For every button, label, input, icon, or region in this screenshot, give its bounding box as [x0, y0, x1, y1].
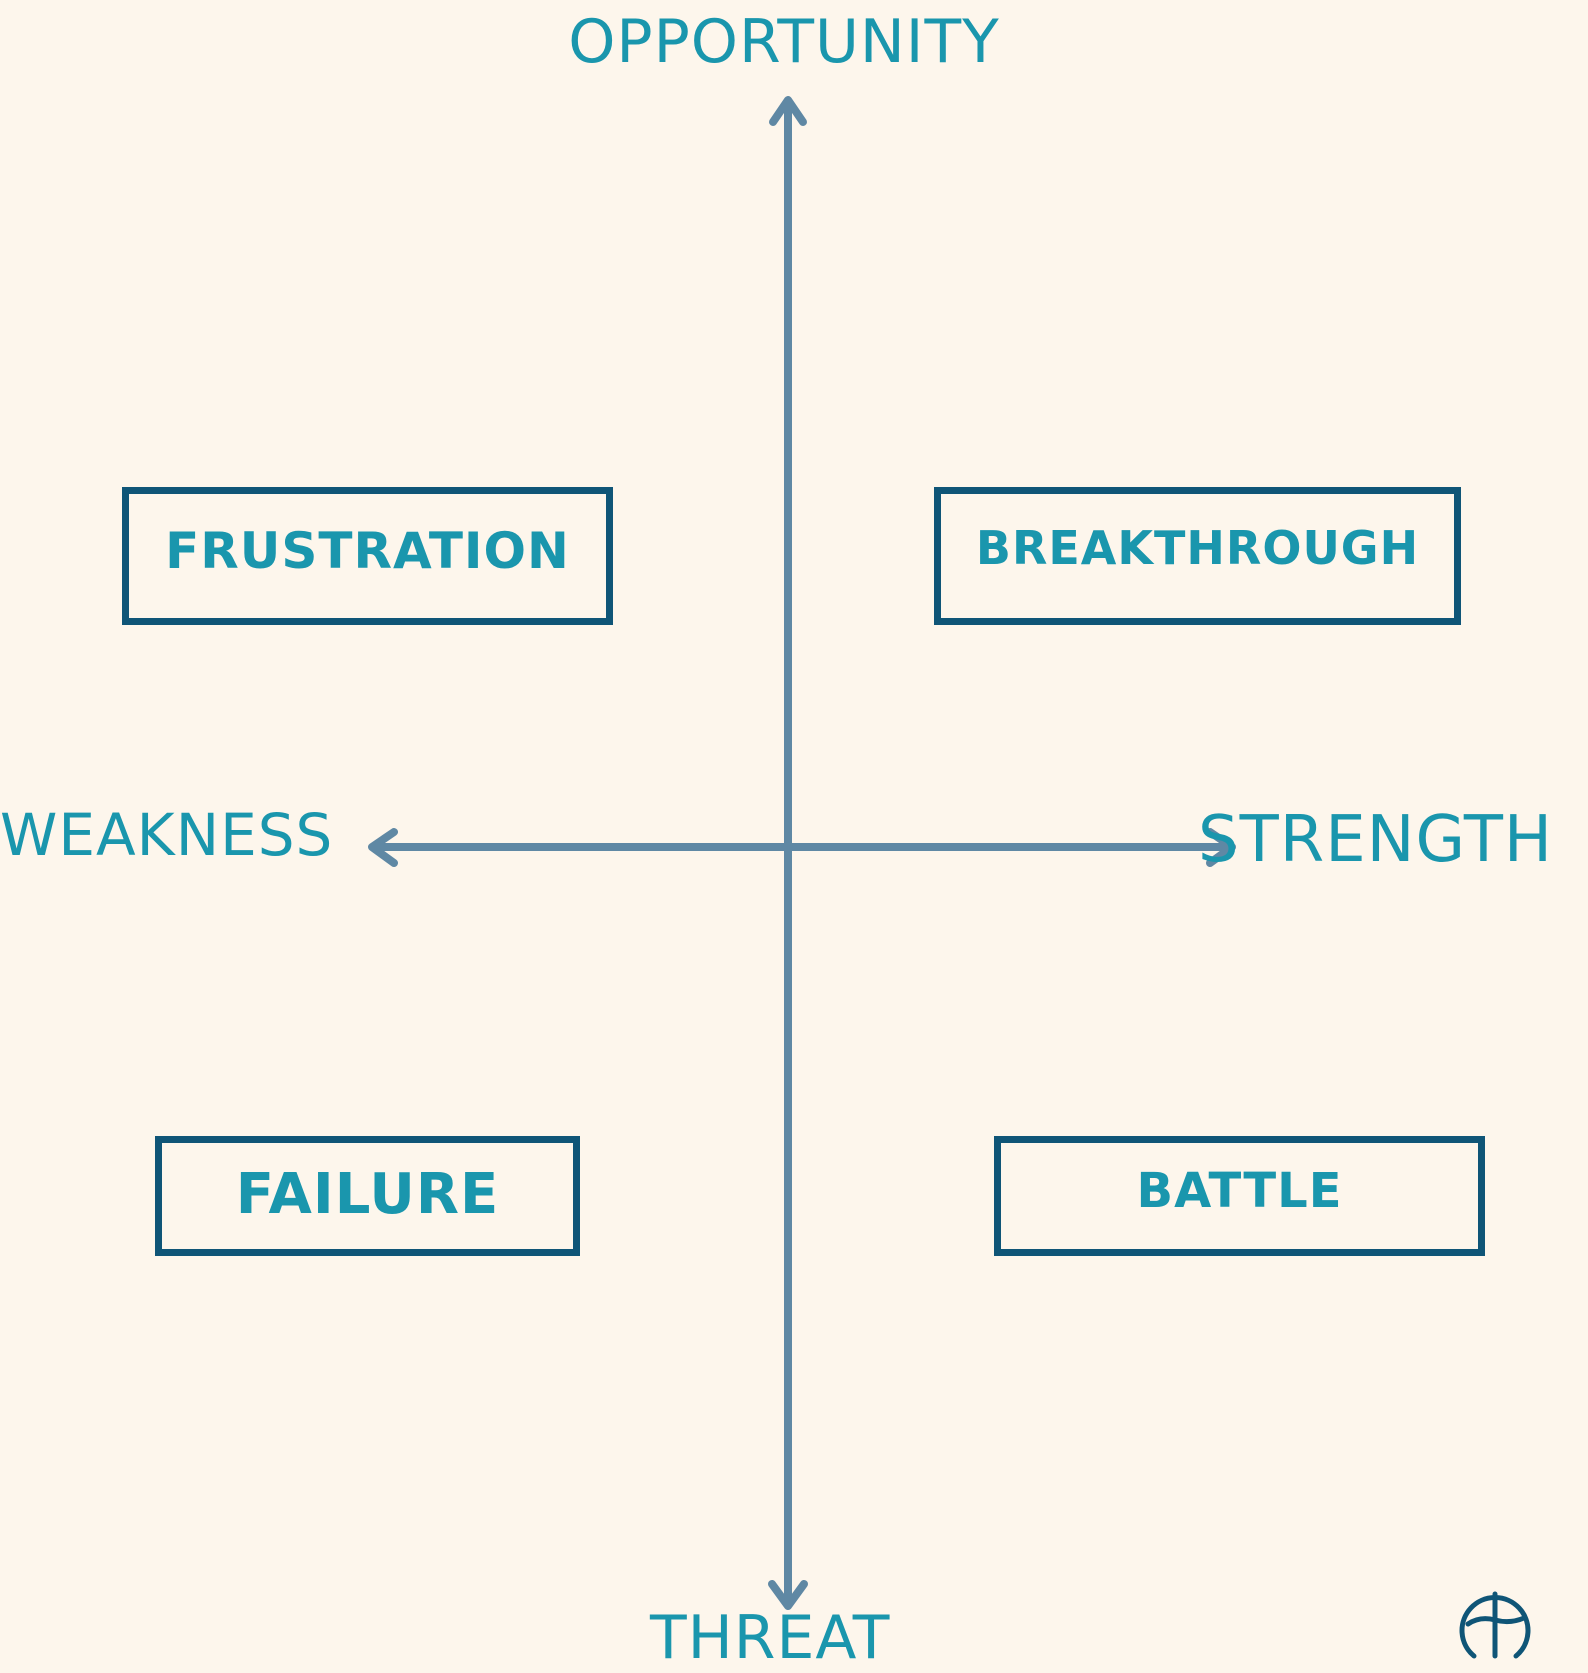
axis-label-threat: THREAT [650, 1603, 891, 1673]
down-arrowhead-icon [768, 1580, 808, 1610]
quadrant-box-battle: BATTLE [994, 1136, 1485, 1256]
quadrant-label-breakthrough: BREAKTHROUGH [975, 521, 1420, 575]
quadrant-box-breakthrough: BREAKTHROUGH [934, 487, 1461, 625]
quadrant-label-failure: FAILURE [235, 1162, 500, 1227]
quadrant-box-failure: FAILURE [155, 1136, 580, 1256]
up-arrowhead-icon [769, 96, 807, 126]
left-arrowhead-icon [368, 828, 398, 867]
quadrant-label-frustration: FRUSTRATION [165, 522, 570, 580]
axis-label-opportunity: OPPORTUNITY [568, 7, 1000, 77]
axis-label-strength: STRENGTH [1198, 803, 1554, 877]
right-arrowhead-icon [1206, 828, 1236, 867]
quadrant-label-battle: BATTLE [1136, 1163, 1343, 1219]
quadrant-box-frustration: FRUSTRATION [122, 487, 613, 625]
axis-label-weakness: WEAKNESS [0, 801, 334, 869]
cross-circle-logo-icon [1459, 1591, 1531, 1659]
